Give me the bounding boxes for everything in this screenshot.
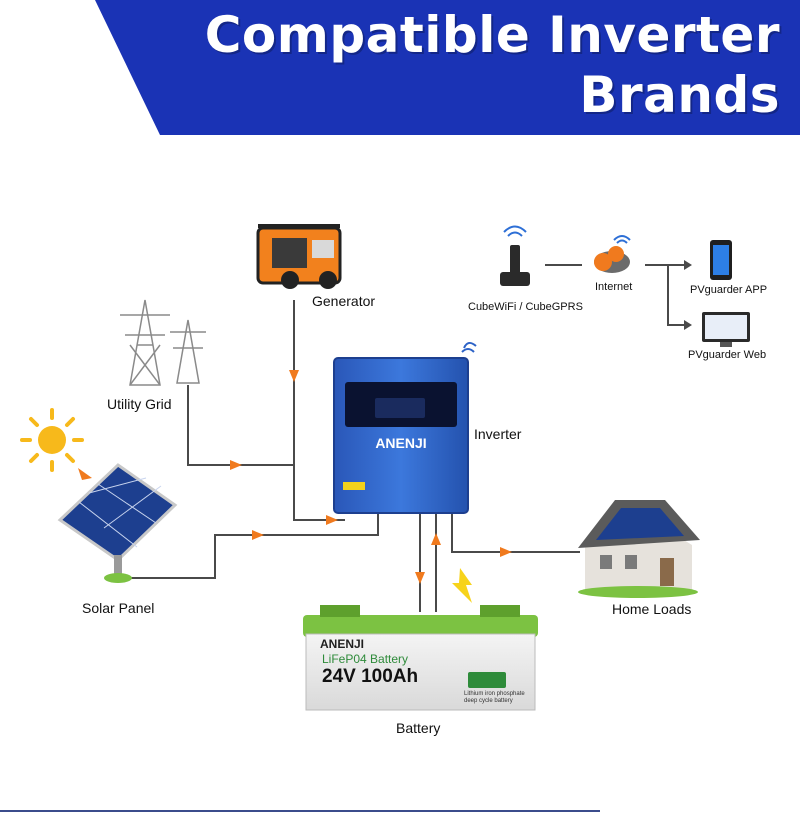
internet-cloud-image [594, 235, 631, 273]
flow-arrows [230, 370, 512, 584]
pv-app-label: PVguarder APP [690, 284, 768, 296]
inverter-brand-text: ANENJI [375, 435, 426, 451]
battery-sub-text: Lithium iron phosphate deep cycle batter… [464, 691, 525, 704]
cubewifi-label: CubeWiFi / CubeGPRS [468, 301, 583, 313]
inverter-image: ANENJI [333, 342, 477, 514]
home-loads-image [578, 500, 700, 598]
pv-web-label: PVguarder Web [688, 349, 767, 361]
cubewifi-image [500, 225, 530, 286]
sun-image [20, 408, 92, 480]
pv-app-image [710, 240, 732, 280]
battery-brand-text: ANENJI [320, 637, 365, 651]
battery-type-text: LiFeP04 Battery [322, 652, 409, 666]
home-loads-label: Home Loads [612, 601, 692, 617]
generator-label: Generator [312, 293, 376, 309]
title-line-1: Compatible Inverter [204, 6, 780, 64]
solar-panel-image [57, 463, 178, 583]
title-banner [95, 0, 800, 135]
utility-grid-image [120, 299, 206, 386]
solar-panel-label: Solar Panel [82, 600, 155, 616]
utility-grid-label: Utility Grid [107, 396, 172, 412]
internet-label: Internet [595, 281, 633, 293]
title-line-2: Brands [579, 66, 780, 124]
pv-web-image [702, 312, 750, 347]
bottom-divider [0, 810, 600, 812]
inverter-label: Inverter [474, 426, 522, 442]
generator-image [256, 224, 342, 289]
battery-spec-text: 24V 100Ah [322, 666, 419, 687]
battery-image [303, 568, 538, 711]
battery-label: Battery [396, 720, 441, 736]
